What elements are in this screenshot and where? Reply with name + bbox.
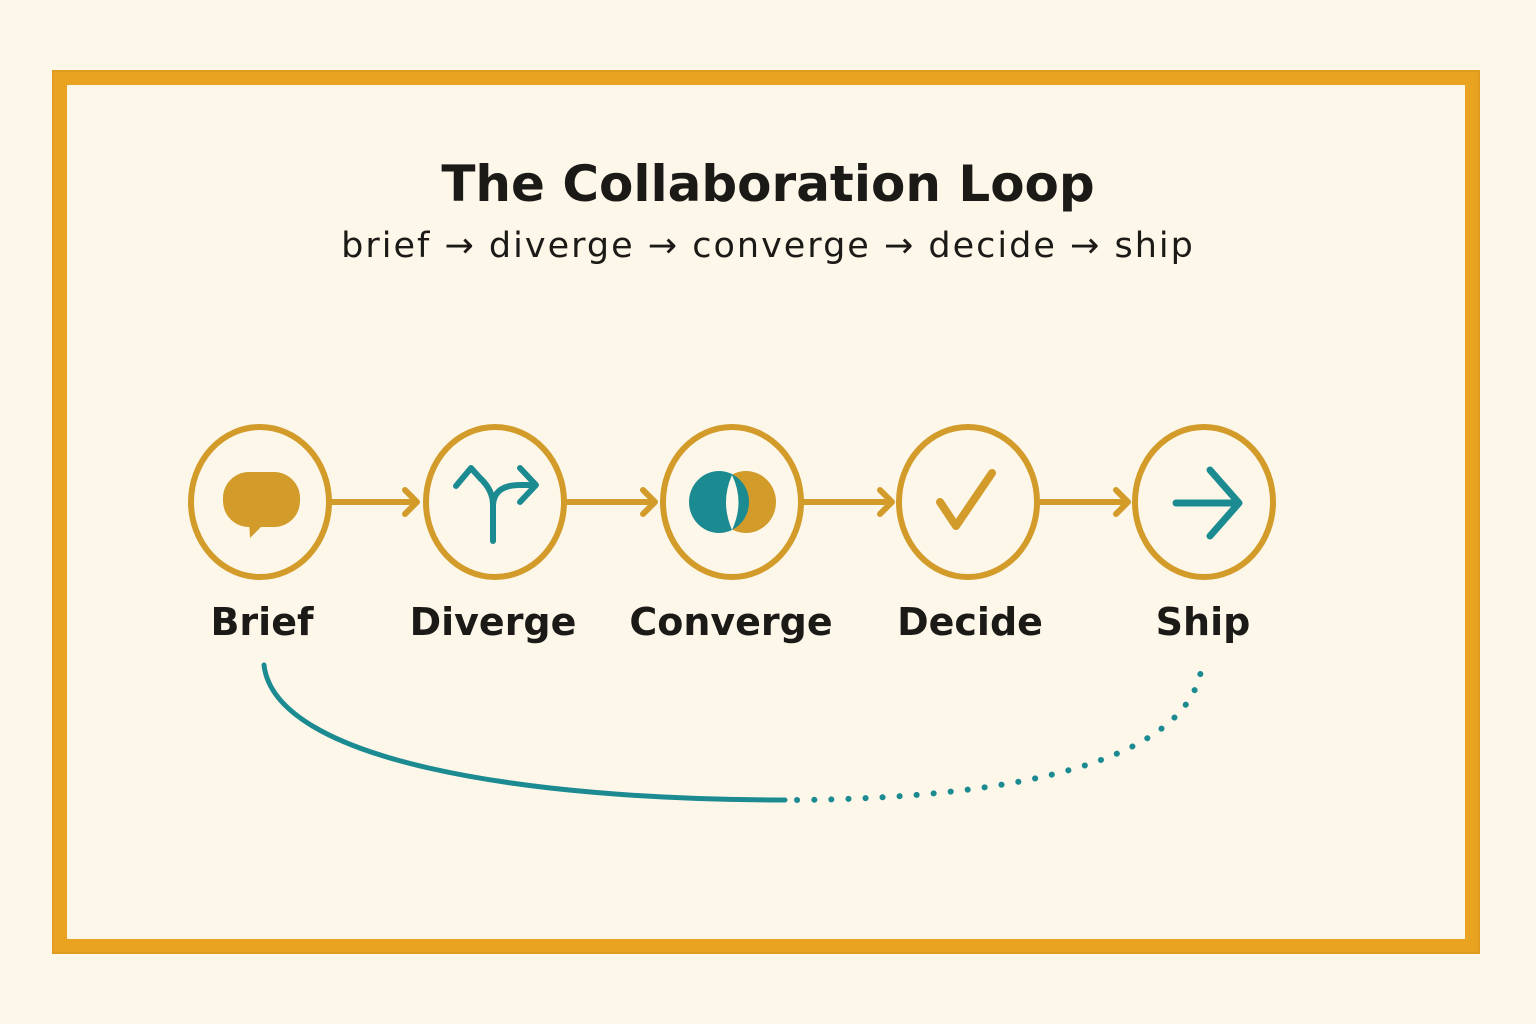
diagram-subtitle: brief → diverge → converge → decide → sh… — [341, 226, 1195, 266]
checkmark-icon — [936, 469, 996, 530]
step-label-diverge: Diverge — [409, 600, 577, 644]
fork-arrow-icon — [453, 465, 539, 544]
connector-converge-decide — [800, 487, 895, 517]
step-label-converge: Converge — [629, 600, 833, 644]
speech-bubble-icon — [223, 472, 300, 538]
step-label-decide: Decide — [897, 600, 1043, 644]
loop-dotted-segment — [794, 662, 1205, 803]
arrow-right-icon — [1172, 466, 1243, 540]
connector-decide-ship — [1036, 487, 1131, 517]
overlap-circles-icon — [689, 471, 776, 533]
connector-diverge-converge — [563, 487, 658, 517]
connector-brief-diverge — [328, 487, 420, 517]
step-label-ship: Ship — [1155, 600, 1251, 644]
step-label-brief: Brief — [210, 600, 314, 644]
loop-solid-segment — [261, 662, 788, 803]
diagram-title: The Collaboration Loop — [441, 155, 1095, 213]
